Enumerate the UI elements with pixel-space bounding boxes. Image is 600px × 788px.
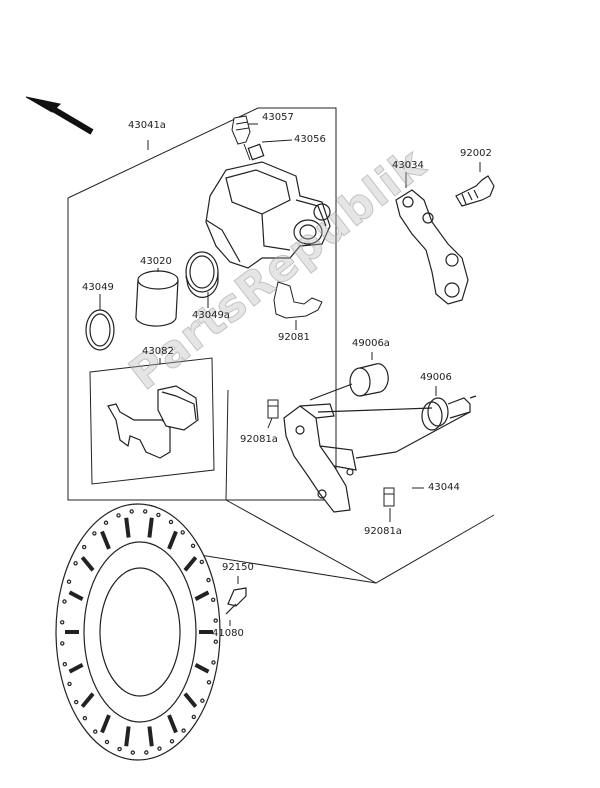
label-bleed-valve: 43057	[262, 112, 294, 123]
disc-slot	[183, 556, 198, 572]
label-caliper-assy: 43041a	[128, 120, 166, 131]
disc-hole	[129, 509, 134, 514]
disc-hole	[206, 680, 212, 685]
disc-hole	[168, 519, 174, 525]
disc-hole	[81, 544, 87, 550]
disc-slot	[167, 714, 178, 734]
disc-hole	[60, 641, 65, 646]
disc-hole	[116, 513, 121, 518]
disc-hole	[169, 739, 175, 744]
label-piston: 43020	[140, 256, 172, 267]
disc-hole	[73, 699, 79, 705]
bushing-a2	[383, 487, 395, 507]
disc-bolt	[225, 587, 247, 615]
torque-link	[395, 189, 469, 305]
disc-hole	[66, 579, 72, 584]
caliper-holder	[283, 403, 471, 513]
bleed-valve	[231, 115, 258, 161]
label-boot-a: 49006a	[352, 338, 390, 349]
disc-hole	[82, 716, 88, 721]
disc-slot	[194, 663, 210, 674]
brake-pads	[107, 385, 199, 459]
disc-slot	[183, 692, 198, 708]
label-bleed-cap: 43056	[294, 134, 326, 145]
disc-hole	[181, 728, 186, 733]
disc-hole	[93, 729, 98, 734]
disc-hole	[213, 618, 218, 623]
disc-hole	[73, 561, 78, 566]
disc-slot	[100, 530, 111, 550]
disc-hole	[142, 509, 148, 514]
pad-frame	[89, 357, 215, 485]
disc-hole	[199, 559, 204, 565]
disc-slot	[68, 590, 84, 601]
disc-slot	[194, 590, 210, 601]
disc-hole	[210, 597, 216, 603]
disc-hole	[104, 739, 110, 745]
disc-hole	[144, 750, 149, 755]
caliper-body	[205, 143, 331, 269]
disc-hole	[67, 681, 72, 687]
dust-seal	[185, 251, 219, 298]
piston	[135, 270, 179, 327]
disc-slot	[68, 663, 84, 674]
caliper-frame	[67, 107, 337, 501]
disc-hole	[180, 530, 185, 535]
brake-disc	[55, 503, 221, 761]
label-disc: 41080	[212, 628, 244, 639]
disc-hole	[62, 662, 68, 667]
disc-slot	[124, 517, 131, 538]
disc-slot	[167, 530, 178, 550]
bracket-bolt	[455, 175, 495, 207]
disc-hole	[200, 698, 205, 703]
disc-hole	[206, 577, 211, 583]
disc-slot	[124, 726, 131, 747]
disc-hole	[130, 750, 135, 755]
disc-slot	[80, 692, 95, 708]
disc-hole	[117, 746, 122, 752]
disc-hole	[60, 620, 65, 625]
seal	[85, 309, 115, 351]
label-spring: 92081	[278, 332, 310, 343]
label-pad-set: 43082	[142, 346, 174, 357]
disc-slot	[147, 517, 154, 538]
bushing-a1	[267, 399, 279, 419]
label-seal: 43049	[82, 282, 114, 293]
holder-frame	[225, 389, 495, 584]
label-bushing-a1: 92081a	[240, 434, 278, 445]
label-holder: 43044	[428, 482, 460, 493]
label-bracket-bolt: 92002	[460, 148, 492, 159]
label-dust-seal: 43049a	[192, 310, 230, 321]
label-disc-bolt: 92150	[222, 562, 254, 573]
disc-hole	[103, 520, 109, 525]
front-arrow-icon	[25, 96, 94, 135]
disc-hole	[213, 639, 218, 644]
spring	[273, 281, 323, 319]
disc-slot	[100, 714, 111, 734]
disc-hole	[211, 660, 216, 665]
disc-hole	[156, 512, 161, 518]
disc-hole	[62, 599, 67, 604]
label-bushing-a2: 92081a	[364, 526, 402, 537]
disc-hole	[92, 531, 97, 536]
label-boot: 49006	[420, 372, 452, 383]
disc-hole	[191, 714, 196, 720]
disc-hole	[157, 746, 162, 751]
disc-slot	[80, 556, 95, 572]
boot	[421, 395, 477, 431]
boot-a	[309, 363, 389, 401]
label-torque-link: 43034	[392, 160, 424, 171]
disc-hole	[190, 543, 196, 549]
disc-slot	[147, 726, 154, 747]
